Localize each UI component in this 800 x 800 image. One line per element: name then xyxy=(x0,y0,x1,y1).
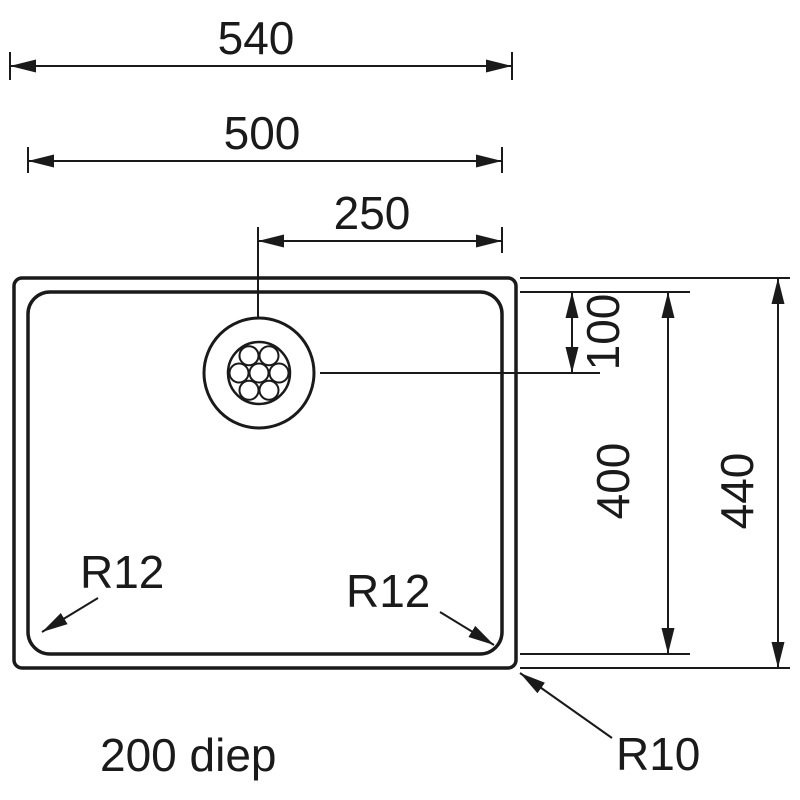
dim-drain-offset-label: 250 xyxy=(334,187,411,239)
radius-inner-right-label: R12 xyxy=(346,565,430,617)
drain-strainer-hole xyxy=(238,345,260,367)
drain-strainer-hole xyxy=(258,379,280,401)
leader-radius-inner-left xyxy=(41,597,99,633)
drain-strainer-rim xyxy=(226,340,292,406)
dim-overall-height-label: 440 xyxy=(711,453,763,530)
leader-radius-inner-right xyxy=(439,611,495,646)
leader-radius-outer xyxy=(519,672,613,739)
dim-overall-width-label: 540 xyxy=(218,12,295,64)
radius-outer-label: R10 xyxy=(616,728,700,780)
drain-strainer-hole xyxy=(238,379,260,401)
dim-inner-height-label: 400 xyxy=(587,443,639,520)
depth-note-label: 200 diep xyxy=(100,729,277,781)
drain-strainer-hole xyxy=(268,362,290,384)
sink-bowl-edge xyxy=(26,290,504,656)
drain-strainer-hole xyxy=(258,345,280,367)
sink-outer-edge xyxy=(12,276,518,670)
drain-strainer-center xyxy=(248,362,270,384)
radius-inner-left-label: R12 xyxy=(80,546,164,598)
drain-outer-circle xyxy=(202,316,316,430)
dim-inner-width-label: 500 xyxy=(224,107,301,159)
dim-drain-from-top-label: 100 xyxy=(577,294,629,371)
drain-strainer-hole xyxy=(228,362,250,384)
